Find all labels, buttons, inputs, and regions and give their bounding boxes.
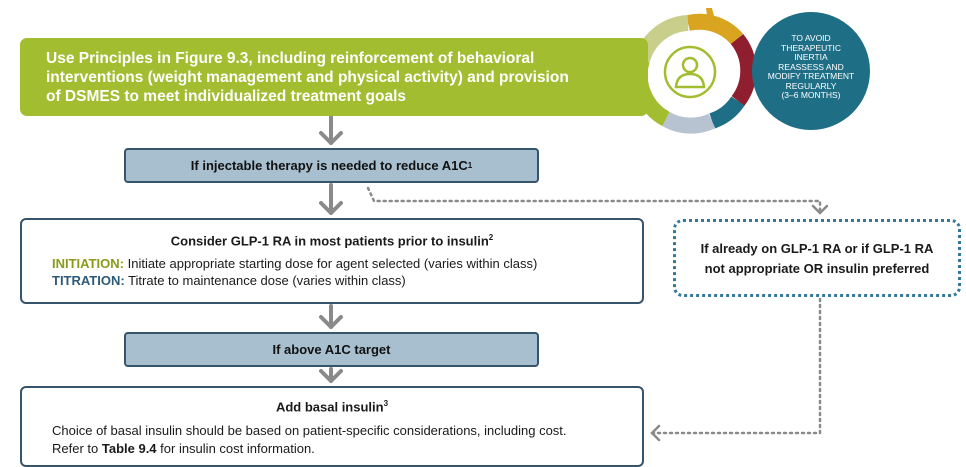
dotted-arrow-icon	[366, 186, 829, 215]
condition-injectable-therapy: If injectable therapy is needed to reduc…	[124, 148, 539, 183]
basal-line-2-prefix: Refer to	[52, 441, 102, 457]
cycle-line: (3–6 MONTHS)	[781, 90, 841, 100]
reassess-circle: TO AVOID THERAPEUTIC INERTIA REASSESS AN…	[752, 12, 870, 130]
side-line-1: If already on GLP-1 RA or if GLP-1 RA	[700, 241, 934, 256]
side-line-2: not appropriate OR insulin preferred	[704, 261, 930, 276]
cycle-line: THERAPEUTIC	[781, 42, 841, 53]
banner-line: Use Principles in Figure 9.3, including …	[46, 50, 535, 67]
table-reference: Table 9.4	[101, 441, 157, 457]
cycle-line: REASSESS AND	[778, 61, 844, 72]
cycle-tab	[706, 8, 716, 24]
initiation-label: INITIATION:	[52, 256, 124, 272]
banner-line: interventions (weight management and phy…	[46, 69, 569, 86]
initiation-text: Initiate appropriate starting dose for a…	[123, 256, 538, 272]
basal-title-text: Add basal insulin	[275, 399, 384, 415]
basal-title: Add basal insulin3	[22, 399, 642, 414]
footnote-marker: 1	[467, 161, 473, 170]
down-arrow-icon	[319, 183, 343, 215]
cycle-line: REGULARLY	[785, 80, 837, 91]
initiation-line: INITIATION: Initiate appropriate startin…	[52, 255, 642, 272]
titration-label: TITRATION:	[52, 273, 125, 289]
already-on-glp1-box: If already on GLP-1 RA or if GLP-1 RA no…	[673, 219, 961, 297]
cycle-line: TO AVOID	[791, 33, 831, 43]
down-arrow-icon	[319, 304, 343, 329]
down-arrow-icon	[319, 115, 343, 145]
titration-text: Titrate to maintenance dose (varies with…	[124, 273, 406, 289]
basal-line-2-suffix: for insulin cost information.	[156, 441, 315, 457]
glp1-title-text: Consider GLP-1 RA in most patients prior…	[170, 233, 489, 249]
dotted-arrow-icon	[650, 297, 822, 442]
basal-line-1: Choice of basal insulin should be based …	[52, 423, 567, 439]
banner-line: of DSMES to meet individualized treatmen…	[46, 88, 406, 105]
person-icon	[663, 45, 717, 99]
footnote-marker: 3	[383, 399, 389, 408]
principles-banner: Use Principles in Figure 9.3, including …	[20, 38, 648, 116]
condition-text: If above A1C target	[272, 342, 391, 357]
footnote-marker: 2	[488, 233, 494, 242]
glp1-box: Consider GLP-1 RA in most patients prior…	[20, 218, 644, 304]
condition-above-a1c-target: If above A1C target	[124, 332, 539, 367]
basal-insulin-box: Add basal insulin3 Choice of basal insul…	[20, 386, 644, 467]
condition-text: If injectable therapy is needed to reduc…	[190, 158, 468, 173]
cycle-line: MODIFY TREATMENT	[767, 71, 855, 81]
cycle-line: INERTIA	[794, 52, 828, 62]
titration-line: TITRATION: Titrate to maintenance dose (…	[52, 272, 642, 289]
basal-line-2: Refer to Table 9.4 for insulin cost info…	[52, 440, 642, 458]
glp1-title: Consider GLP-1 RA in most patients prior…	[22, 233, 642, 248]
down-arrow-icon	[319, 367, 343, 383]
